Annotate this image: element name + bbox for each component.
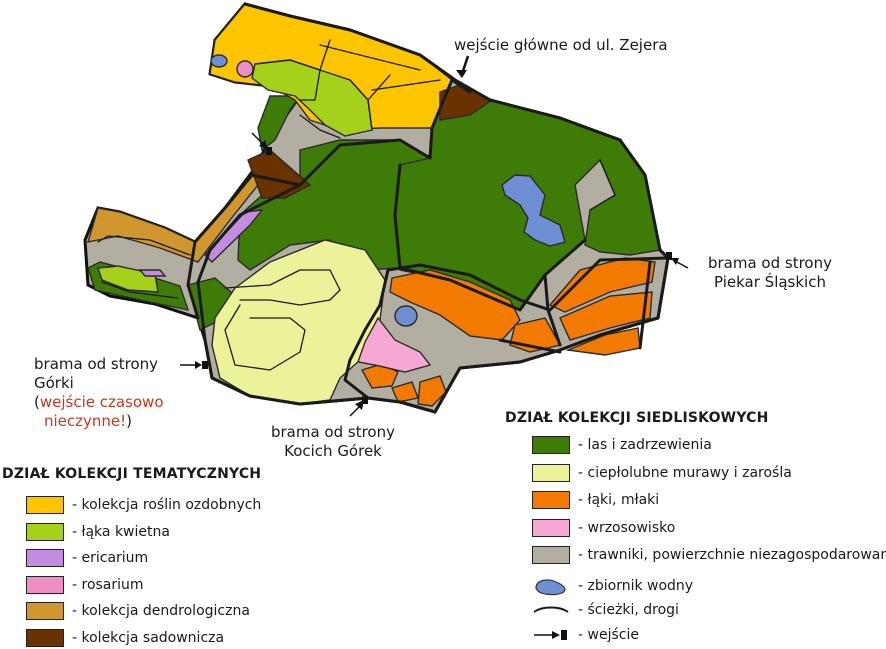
legend-thematic-item: - kolekcja sadownicza	[26, 627, 224, 649]
legend-thematic-swatch	[26, 628, 64, 647]
rosarium	[236, 60, 254, 78]
legend-thematic-item: - kolekcja dendrologiczna	[26, 600, 250, 622]
legend-thematic-item: - rosarium	[26, 574, 144, 596]
legend-habitat-item: - trawniki, powierzchnie niezagospodarow…	[532, 544, 886, 566]
legend-thematic-label: - rosarium	[72, 576, 144, 593]
legend-thematic-title: DZIAŁ KOLEKCJI TEMATYCZNYCH	[2, 466, 262, 482]
legend-thematic-swatch	[26, 496, 64, 514]
meadow-small-3	[417, 375, 447, 407]
label-gate-gorki-note-line1: (wejście czasowo	[34, 393, 164, 412]
entrance-arrow-icon	[532, 625, 570, 645]
legend-thematic-swatch	[26, 602, 64, 620]
legend-thematic-item: - kolekcja roślin ozdobnych	[26, 494, 261, 516]
legend-entrance-label: - wejście	[578, 627, 639, 643]
legend-habitat-swatch	[532, 546, 570, 564]
label-gate-gorki-line2: Górki	[34, 374, 74, 392]
legend-thematic-label: - kolekcja dendrologiczna	[72, 603, 250, 619]
entrance-north-west	[251, 132, 272, 155]
legend-paths: - ścieżki, drogi	[532, 599, 679, 621]
legend-habitat-swatch	[532, 491, 570, 509]
legend-paths-label: - ścieżki, drogi	[578, 602, 679, 618]
legend-habitat-item: - las i zadrzewienia	[532, 434, 712, 456]
water-pond-small-north	[210, 54, 228, 68]
legend-habitat-label: - wrzosowisko	[578, 519, 676, 536]
legend-habitat-item: - wrzosowisko	[532, 517, 675, 539]
legend-thematic-label: - ericarium	[72, 550, 149, 566]
entrance-main	[456, 55, 470, 78]
label-gate-piekary-line1: brama od strony	[707, 254, 832, 272]
label-gate-gorki-note2: nieczynne!	[44, 412, 127, 430]
legend-thematic-label: - kolekcja sadownicza	[72, 629, 225, 646]
legend-thematic-item: - łąka kwietna	[26, 521, 170, 543]
label-gate-piekary: brama od strony Piekar Śląskich	[700, 254, 840, 292]
meadow-east-2	[559, 291, 653, 341]
legend-habitat-label: - łąki, młaki	[578, 492, 660, 508]
legend-thematic-label: - łąka kwietna	[72, 523, 170, 540]
legend-thematic-item: - ericarium	[26, 547, 148, 569]
label-gate-gorki: brama od strony Górki (wejście czasowo n…	[34, 355, 164, 431]
legend-water-label: - zbiornik wodny	[578, 578, 694, 594]
legend-habitat-item: - łąki, młaki	[532, 489, 659, 511]
legend-thematic-swatch	[26, 575, 64, 594]
meadow-east-3	[565, 327, 641, 356]
legend-habitat-swatch	[532, 436, 570, 454]
legend-habitat-swatch	[532, 518, 570, 537]
legend-habitat-label: - las i zadrzewienia	[578, 437, 712, 453]
legend-thematic-swatch	[26, 549, 64, 567]
legend-water: - zbiornik wodny	[532, 575, 693, 597]
ericarium-small	[138, 269, 167, 277]
label-gate-kocich-line1: brama od strony	[270, 423, 395, 441]
label-gate-piekary-line2: Piekar Śląskich	[714, 273, 826, 291]
label-gate-gorki-note1: wejście czasowo	[39, 393, 164, 411]
legend-habitat-swatch	[532, 463, 570, 482]
water-pond-main	[501, 174, 566, 247]
label-gate-gorki-paren-close: )	[126, 412, 133, 430]
entrance-piekary	[666, 252, 689, 269]
warm-grassland	[211, 239, 386, 405]
label-gate-gorki-paren-open: (	[34, 393, 40, 411]
label-gate-kocich: brama od strony Kocich Górek	[258, 423, 408, 461]
label-gate-gorki-line1: brama od strony	[34, 355, 159, 373]
meadows	[360, 257, 656, 407]
label-main-entrance: wejście główne od ul. Zejera	[454, 36, 668, 54]
legend-habitat-item: - ciepłolubne murawy i zarośla	[532, 462, 792, 484]
entrance-markers	[180, 55, 689, 417]
entrance-gorki	[180, 361, 208, 369]
label-gate-kocich-line2: Kocich Górek	[284, 442, 382, 460]
legend-thematic-label: - kolekcja roślin ozdobnych	[72, 497, 262, 513]
path-line-icon	[532, 600, 570, 620]
legend-habitat-title: DZIAŁ KOLEKCJI SIEDLISKOWYCH	[505, 410, 769, 426]
legend-thematic-swatch	[26, 522, 64, 541]
water-pond-south	[394, 305, 418, 327]
paths	[97, 2, 670, 414]
legend-habitat-label: - trawniki, powierzchnie niezagospodarow…	[578, 547, 886, 563]
entrance-kocich	[349, 396, 368, 417]
meadow-east-1	[548, 257, 656, 313]
heathland	[357, 316, 432, 373]
label-gate-gorki-note-line2: nieczynne!)	[34, 412, 164, 431]
water-swatch-icon	[532, 576, 570, 596]
legend-habitat-label: - ciepłolubne murawy i zarośla	[578, 464, 792, 481]
legend-entrance: - wejście	[532, 624, 639, 646]
